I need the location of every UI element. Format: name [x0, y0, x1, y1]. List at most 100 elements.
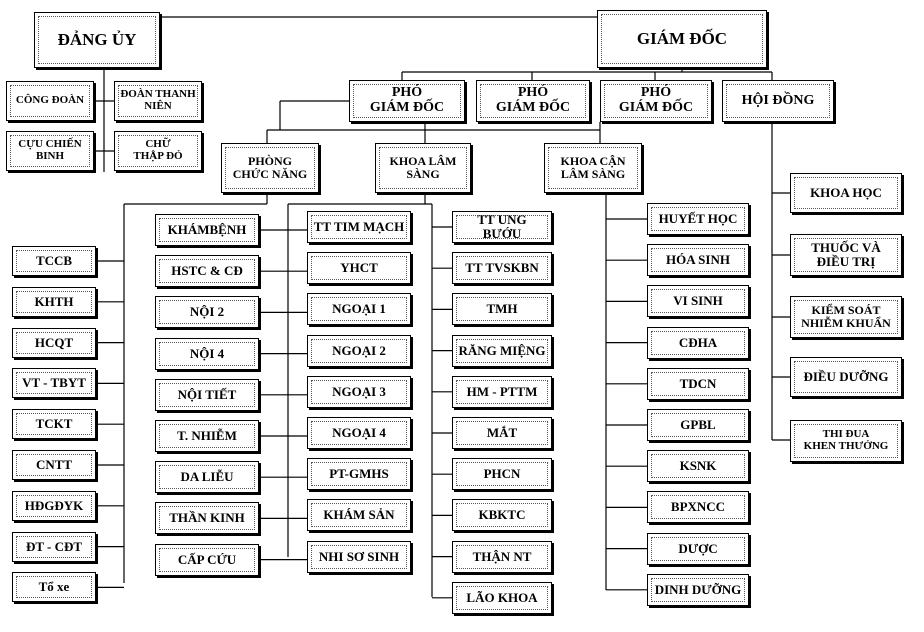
can-lam-sang-item-label: VI SINH: [651, 289, 745, 313]
lam-sang-col1-item-label: THẦN KINH: [159, 506, 255, 530]
lam-sang-col3-item-label: RĂNG MIỆNG: [456, 339, 548, 363]
lam-sang-col3-item-label: THẬN NT: [456, 545, 548, 569]
can-lam-sang-item-box: HÓA SINH: [647, 244, 749, 276]
hoi-dong-box: HỘI ĐỒNG: [722, 80, 834, 122]
pho-giam-doc-3-box: PHÓ GIÁM ĐỐC: [600, 80, 712, 122]
phong-item-box: CNTT: [12, 450, 96, 480]
khoa-can-lam-sang-label: KHOA CẬN LÂM SÀNG: [548, 147, 638, 189]
phong-chuc-nang-box: PHÒNG CHỨC NĂNG: [221, 143, 319, 193]
chu-thap-do-label: CHỮ THẬP ĐỎ: [118, 135, 198, 167]
lam-sang-col3-item-label: PHCN: [456, 462, 548, 486]
lam-sang-col2-item-box: NHI SƠ SINH: [307, 541, 411, 573]
can-lam-sang-item-label: CĐHA: [651, 331, 745, 355]
lam-sang-col3-item-label: KBKTC: [456, 503, 548, 527]
lam-sang-col1-item-label: HSTC & CĐ: [159, 259, 255, 283]
thuoc-va-dieu-tri-box: THUỐC VÀ ĐIỀU TRỊ: [790, 234, 902, 276]
lam-sang-col3-item-label: HM - PTTM: [456, 380, 548, 404]
cuu-chien-binh-label: CỰU CHIẾN BINH: [10, 135, 90, 167]
phong-item-label: CNTT: [16, 454, 92, 476]
cong-doan-box: CÔNG ĐOÀN: [6, 81, 94, 121]
phong-item-box: TCCB: [12, 246, 96, 276]
lam-sang-col2-item-label: YHCT: [311, 256, 407, 280]
lam-sang-col3-item-label: MẮT: [456, 421, 548, 445]
dieu-duong-box: ĐIỀU DƯỠNG: [790, 357, 902, 397]
phong-item-box: KHTH: [12, 287, 96, 317]
lam-sang-col1-item-box: DA LIỄU: [155, 461, 259, 493]
can-lam-sang-item-box: HUYẾT HỌC: [647, 203, 749, 235]
pho-giam-doc-1-box: PHÓ GIÁM ĐỐC: [349, 80, 465, 122]
chu-thap-do-box: CHỮ THẬP ĐỎ: [114, 131, 202, 171]
lam-sang-col2-item-box: NGOẠI 4: [307, 417, 411, 449]
dang-uy-label: ĐẢNG ỦY: [38, 16, 156, 64]
thi-dua-khen-thuong-box: THI ĐUA KHEN THƯỞNG: [790, 420, 902, 462]
khoa-hoc-label: KHOA HỌC: [794, 177, 898, 209]
phong-item-label: HĐGĐYK: [16, 495, 92, 517]
pho-giam-doc-2-box: PHÓ GIÁM ĐỐC: [476, 80, 590, 122]
khoa-lam-sang-box: KHOA LÂM SÀNG: [375, 143, 471, 193]
lam-sang-col1-item-label: DA LIỄU: [159, 465, 255, 489]
lam-sang-col1-item-box: NỘI 2: [155, 296, 259, 328]
lam-sang-col3-item-label: TT TVSKBN: [456, 256, 548, 280]
can-lam-sang-item-label: KSNK: [651, 454, 745, 478]
thuoc-va-dieu-tri-label: THUỐC VÀ ĐIỀU TRỊ: [794, 238, 898, 272]
phong-item-box: HCQT: [12, 328, 96, 358]
pho-giam-doc-3-label: PHÓ GIÁM ĐỐC: [604, 84, 708, 118]
lam-sang-col3-item-box: TT TVSKBN: [452, 252, 552, 284]
lam-sang-col1-item-box: KHÁMBỆNH: [155, 214, 259, 246]
lam-sang-col3-item-label: TT UNG BƯỚU: [456, 213, 548, 240]
lam-sang-col1-item-box: NỘI TIẾT: [155, 379, 259, 411]
lam-sang-col1-item-label: KHÁMBỆNH: [159, 218, 255, 242]
lam-sang-col1-item-box: THẦN KINH: [155, 502, 259, 534]
lam-sang-col1-item-box: NỘI 4: [155, 338, 259, 370]
can-lam-sang-item-label: TDCN: [651, 372, 745, 396]
lam-sang-col1-item-label: T. NHIỄM: [159, 424, 255, 448]
lam-sang-col1-item-label: NỘI 2: [159, 300, 255, 324]
lam-sang-col2-item-box: NGOẠI 3: [307, 376, 411, 408]
can-lam-sang-item-label: BPXNCC: [651, 495, 745, 519]
lam-sang-col2-item-label: PT-GMHS: [311, 462, 407, 486]
lam-sang-col2-item-box: PT-GMHS: [307, 458, 411, 490]
lam-sang-col3-item-box: KBKTC: [452, 499, 552, 531]
can-lam-sang-item-label: DƯỢC: [651, 537, 745, 561]
lam-sang-col2-item-label: NGOẠI 4: [311, 421, 407, 445]
lam-sang-col1-item-label: NỘI TIẾT: [159, 383, 255, 407]
lam-sang-col1-item-box: CẤP CỨU: [155, 544, 259, 576]
lam-sang-col2-item-box: NGOẠI 1: [307, 293, 411, 325]
phong-item-box: ĐT - CĐT: [12, 532, 96, 562]
kiem-soat-nhiem-khuan-label: KIỂM SOÁT NHIỄM KHUẨN: [794, 300, 898, 334]
lam-sang-col1-item-box: HSTC & CĐ: [155, 255, 259, 287]
can-lam-sang-item-box: TDCN: [647, 368, 749, 400]
lam-sang-col3-item-box: HM - PTTM: [452, 376, 552, 408]
dang-uy-box: ĐẢNG ỦY: [34, 12, 160, 68]
can-lam-sang-item-label: DINH DƯỠNG: [651, 578, 745, 602]
hoi-dong-label: HỘI ĐỒNG: [726, 84, 830, 118]
kiem-soat-nhiem-khuan-box: KIỂM SOÁT NHIỄM KHUẨN: [790, 296, 902, 338]
lam-sang-col2-item-label: NGOẠI 2: [311, 339, 407, 363]
can-lam-sang-item-label: HÓA SINH: [651, 248, 745, 272]
lam-sang-col2-item-label: KHÁM SẢN: [311, 503, 407, 527]
cuu-chien-binh-box: CỰU CHIẾN BINH: [6, 131, 94, 171]
lam-sang-col2-item-box: TT TIM MẠCH: [307, 211, 411, 243]
phong-item-label: HCQT: [16, 332, 92, 354]
lam-sang-col3-item-label: TMH: [456, 297, 548, 321]
lam-sang-col3-item-box: RĂNG MIỆNG: [452, 335, 552, 367]
phong-item-label: ĐT - CĐT: [16, 536, 92, 558]
dieu-duong-label: ĐIỀU DƯỠNG: [794, 361, 898, 393]
lam-sang-col1-item-label: NỘI 4: [159, 342, 255, 366]
khoa-hoc-box: KHOA HỌC: [790, 173, 902, 213]
can-lam-sang-item-label: GPBL: [651, 413, 745, 437]
lam-sang-col3-item-box: TT UNG BƯỚU: [452, 211, 552, 243]
phong-item-box: Tổ xe: [12, 572, 96, 602]
lam-sang-col3-item-box: TMH: [452, 293, 552, 325]
phong-item-box: TCKT: [12, 409, 96, 439]
lam-sang-col2-item-box: KHÁM SẢN: [307, 499, 411, 531]
can-lam-sang-item-box: VI SINH: [647, 285, 749, 317]
can-lam-sang-item-box: KSNK: [647, 450, 749, 482]
lam-sang-col2-item-box: NGOẠI 2: [307, 335, 411, 367]
phong-chuc-nang-label: PHÒNG CHỨC NĂNG: [225, 147, 315, 189]
phong-item-label: Tổ xe: [16, 576, 92, 598]
doan-thanh-nien-label: ĐOÀN THANH NIÊN: [118, 85, 198, 117]
lam-sang-col3-item-box: LÃO KHOA: [452, 582, 552, 614]
doan-thanh-nien-box: ĐOÀN THANH NIÊN: [114, 81, 202, 121]
